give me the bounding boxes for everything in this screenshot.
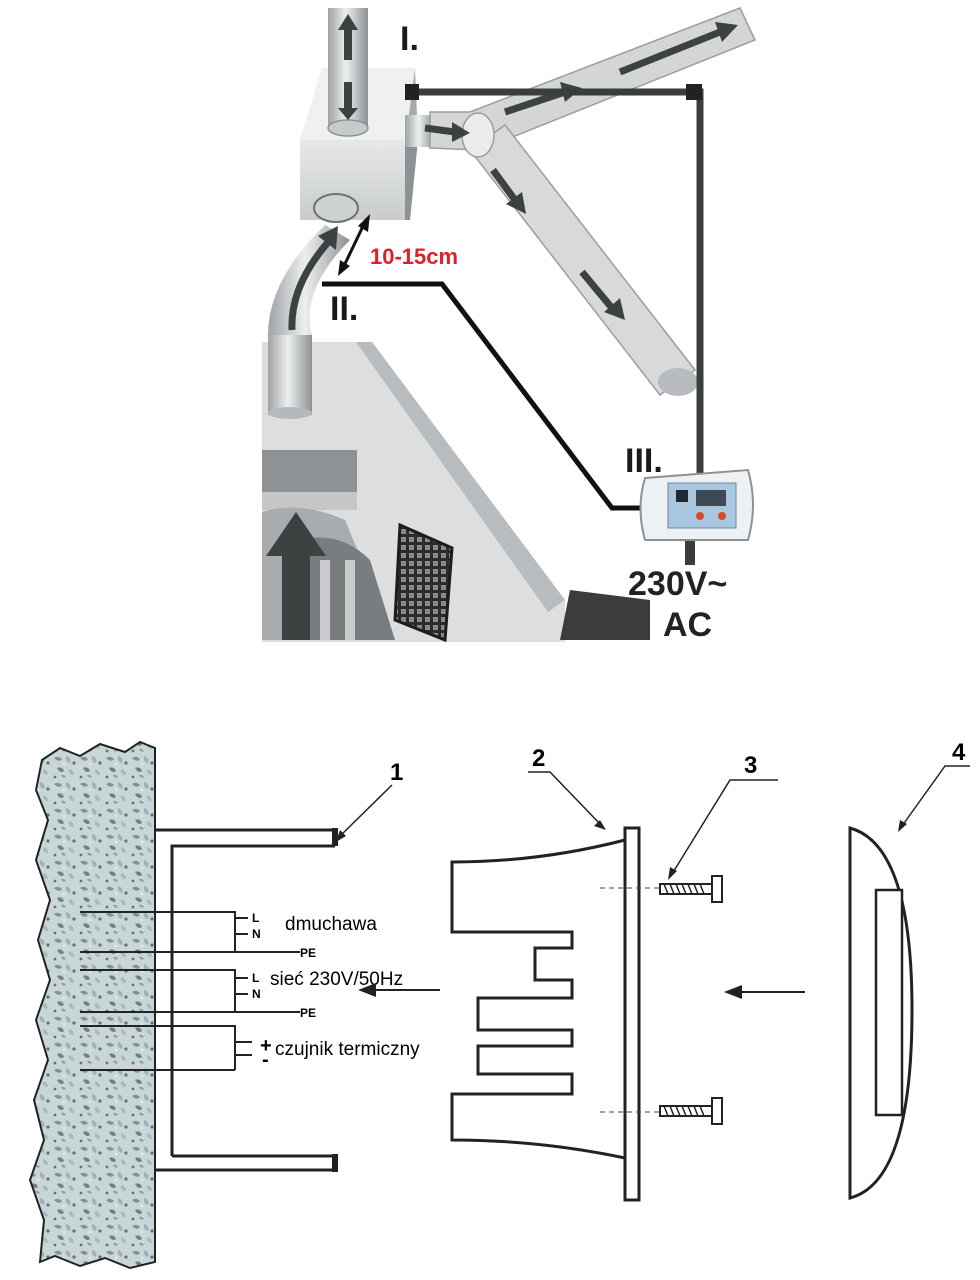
part-leaders [336, 765, 970, 880]
supply-voltage: 230V~ [628, 565, 727, 603]
screw-bottom [659, 1097, 723, 1125]
fireplace [262, 342, 650, 643]
distribution-ducts [424, 7, 757, 397]
terminal-l: L [252, 971, 259, 985]
controller-knob-icon [718, 512, 726, 520]
insert-arrow-right [724, 985, 805, 999]
controller-display [696, 490, 726, 506]
fireplace-base [560, 590, 650, 640]
label-heat-source: II. [330, 290, 358, 328]
part-number-4: 4 [952, 739, 966, 766]
controller-body [450, 826, 660, 1202]
hot-air-arrow [266, 512, 326, 640]
screw-top [659, 875, 723, 903]
group-label-mains: sieć 230V/50Hz [270, 969, 403, 990]
part-number-2: 2 [532, 745, 545, 772]
terminal-n: N [252, 987, 261, 1001]
mounting-plate [623, 826, 641, 1202]
supply-type: AC [663, 606, 712, 644]
wall [28, 740, 156, 1270]
part-number-3: 3 [744, 752, 757, 779]
terminal-pe: PE [300, 1006, 316, 1020]
controller-switch-icon [676, 490, 688, 502]
installation-scheme: 10-15cm I. II. III. 230V~ AC [262, 7, 757, 645]
group-label-blower: dmuchawa [285, 914, 377, 935]
terminal-wiring [80, 911, 300, 1071]
terminal-minus: - [262, 1049, 269, 1071]
controller-knob-icon [696, 512, 704, 520]
group-label-sensor: czujnik termiczny [275, 1039, 420, 1060]
wall-box [155, 828, 338, 1172]
part-number-1: 1 [390, 759, 403, 786]
label-controller: III. [625, 442, 663, 480]
distribution-box [300, 8, 435, 223]
mounting-drawing: L N PE dmuchawa L N PE sieć 230V/50Hz + … [28, 739, 970, 1270]
fireplace-grille [393, 522, 454, 643]
terminal-plus: + [260, 1035, 272, 1057]
label-unit: I. [400, 20, 419, 58]
insert-arrow-left [358, 983, 440, 997]
controller-device [639, 468, 754, 541]
distance-marker: 10-15cm [338, 214, 458, 276]
terminal-n: N [252, 927, 261, 941]
terminal-pe: PE [300, 946, 316, 960]
distance-label: 10-15cm [370, 244, 458, 269]
terminal-l: L [252, 911, 259, 925]
front-cover [848, 826, 914, 1200]
